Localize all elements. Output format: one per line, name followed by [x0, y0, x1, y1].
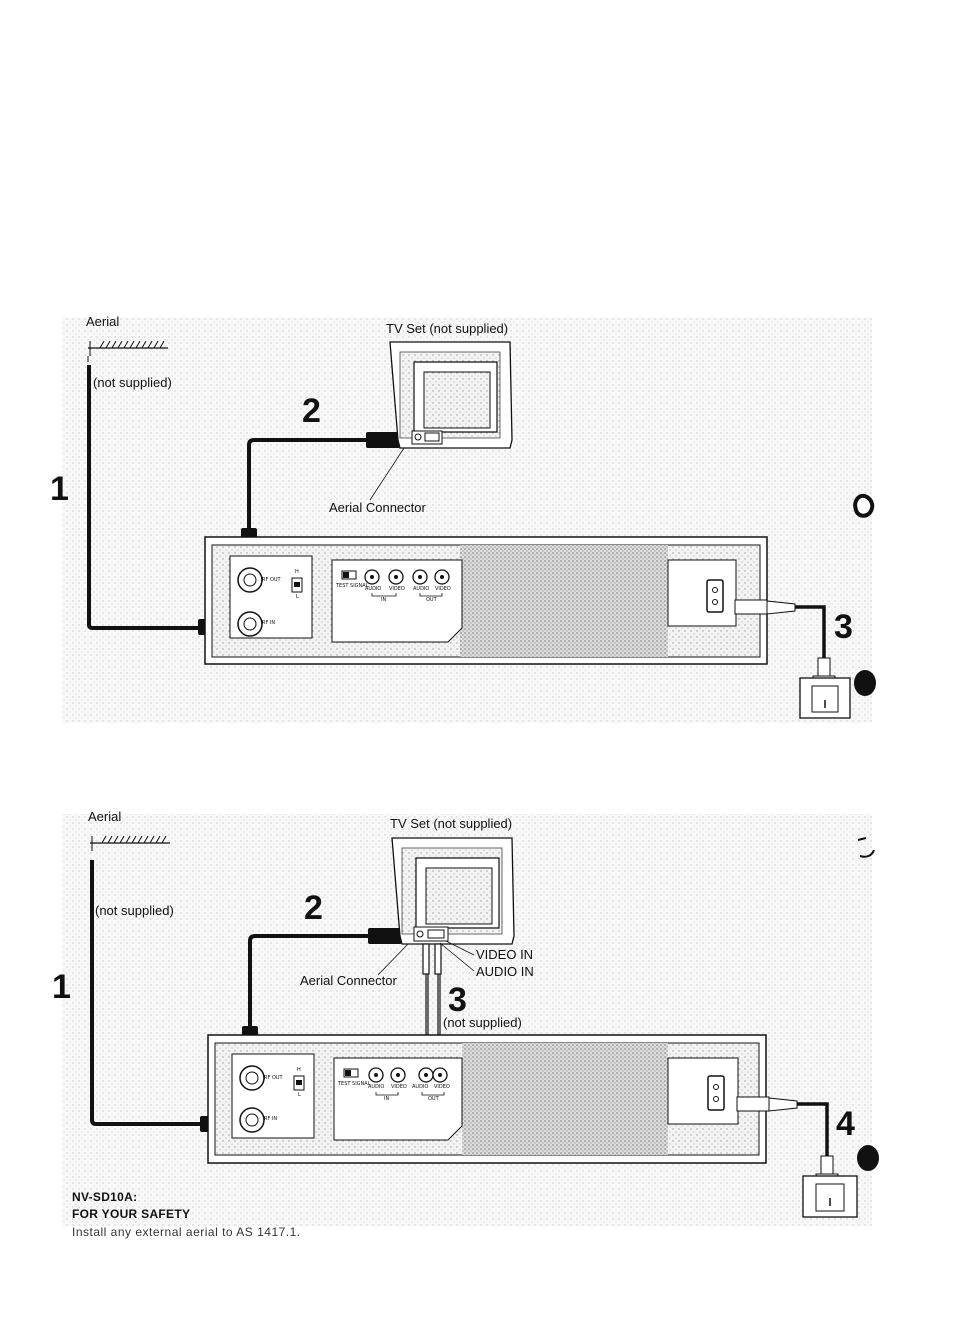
video-in-label: VIDEO IN	[476, 947, 534, 962]
rf-l-label-2: L	[298, 1092, 301, 1098]
audio-out-jack-label-1: AUDIO	[413, 586, 430, 592]
rf-cable-1	[247, 438, 370, 535]
audio-in-jack-label-2: AUDIO	[368, 1084, 385, 1090]
aerial-antenna-2	[90, 835, 170, 851]
rf-out-label-1: RF OUT	[262, 577, 281, 583]
aerial-not-supplied-label-1: (not supplied)	[93, 375, 172, 390]
diagram-2	[62, 814, 879, 1226]
tv-set-2	[391, 837, 515, 945]
video-out-jack-label-1: VIDEO	[435, 586, 451, 592]
rf-h-label-2: H	[297, 1067, 301, 1073]
model-number: NV-SD10A:	[72, 1190, 138, 1204]
vcr-rear-panel-1	[204, 536, 796, 665]
margin-mark-3	[857, 1145, 879, 1171]
tv-set-1	[389, 341, 513, 449]
aerial-antenna-1	[87, 340, 168, 362]
step-number-4b: 4	[836, 1105, 855, 1143]
audio-in-jack-label-1: AUDIO	[365, 586, 382, 592]
video-in-jack-label-1: VIDEO	[389, 586, 405, 592]
aerial-cable-2	[90, 860, 208, 1126]
audio-out-jack-label-2: AUDIO	[412, 1084, 429, 1090]
safety-note: NV-SD10A: FOR YOUR SAFETY Install any ex…	[72, 1189, 301, 1241]
aerial-connector-label-2: Aerial Connector	[300, 973, 397, 988]
aerial-label-1: Aerial	[86, 314, 120, 329]
margin-mark-2	[853, 493, 875, 518]
step-number-2: 2	[302, 392, 321, 430]
aerial-not-supplied-label-2: (not supplied)	[95, 903, 174, 918]
out-group-label-1: OUT	[426, 597, 437, 603]
vcr-rear-panel-2	[207, 1034, 798, 1164]
audio-in-label: AUDIO IN	[476, 964, 534, 979]
step-number-2b: 2	[304, 889, 323, 927]
rf-in-label-2: RF IN	[264, 1116, 278, 1122]
margin-mark-1	[854, 670, 876, 696]
aerial-connector-leader-1	[369, 447, 405, 501]
margin-mark-4	[857, 837, 875, 858]
wall-outlet-1	[799, 677, 851, 719]
out-group-label-2: OUT	[428, 1096, 439, 1102]
safety-text: Install any external aerial to AS 1417.1…	[72, 1224, 301, 1239]
rf-out-label-2: RF OUT	[264, 1075, 283, 1081]
video-out-jack-label-2: VIDEO	[434, 1084, 450, 1090]
step-number-3b: 3	[448, 981, 467, 1019]
step-number-1b: 1	[52, 968, 71, 1006]
rf-l-label-1: L	[296, 594, 299, 600]
av-cable-not-supplied-label: (not supplied)	[443, 1015, 522, 1030]
wall-outlet-2	[802, 1175, 858, 1218]
tv-set-label-1: TV Set (not supplied)	[386, 321, 509, 336]
safety-heading: FOR YOUR SAFETY	[72, 1207, 191, 1222]
rf-cable-2	[248, 934, 372, 1032]
aerial-cable-1	[87, 365, 205, 630]
aerial-label-2: Aerial	[88, 809, 122, 824]
diagram-1	[62, 318, 876, 723]
tv-set-label-2: TV Set (not supplied)	[390, 816, 513, 831]
in-group-label-1: IN	[381, 597, 387, 603]
in-group-label-2: IN	[384, 1096, 390, 1102]
tv-aerial-plug-1	[366, 432, 400, 448]
power-cord-1	[795, 605, 826, 660]
step-number-1: 1	[50, 470, 69, 508]
video-in-jack-label-2: VIDEO	[391, 1084, 407, 1090]
rf-h-label-1: H	[295, 569, 299, 575]
aerial-connector-label-1: Aerial Connector	[329, 500, 426, 515]
step-number-3: 3	[834, 608, 853, 646]
test-signal-label-1: TEST SIGNAL	[336, 583, 369, 589]
power-cord-2	[797, 1102, 829, 1158]
test-signal-label-2: TEST SIGNAL	[338, 1081, 371, 1087]
rf-in-label-1: RF IN	[262, 620, 276, 626]
